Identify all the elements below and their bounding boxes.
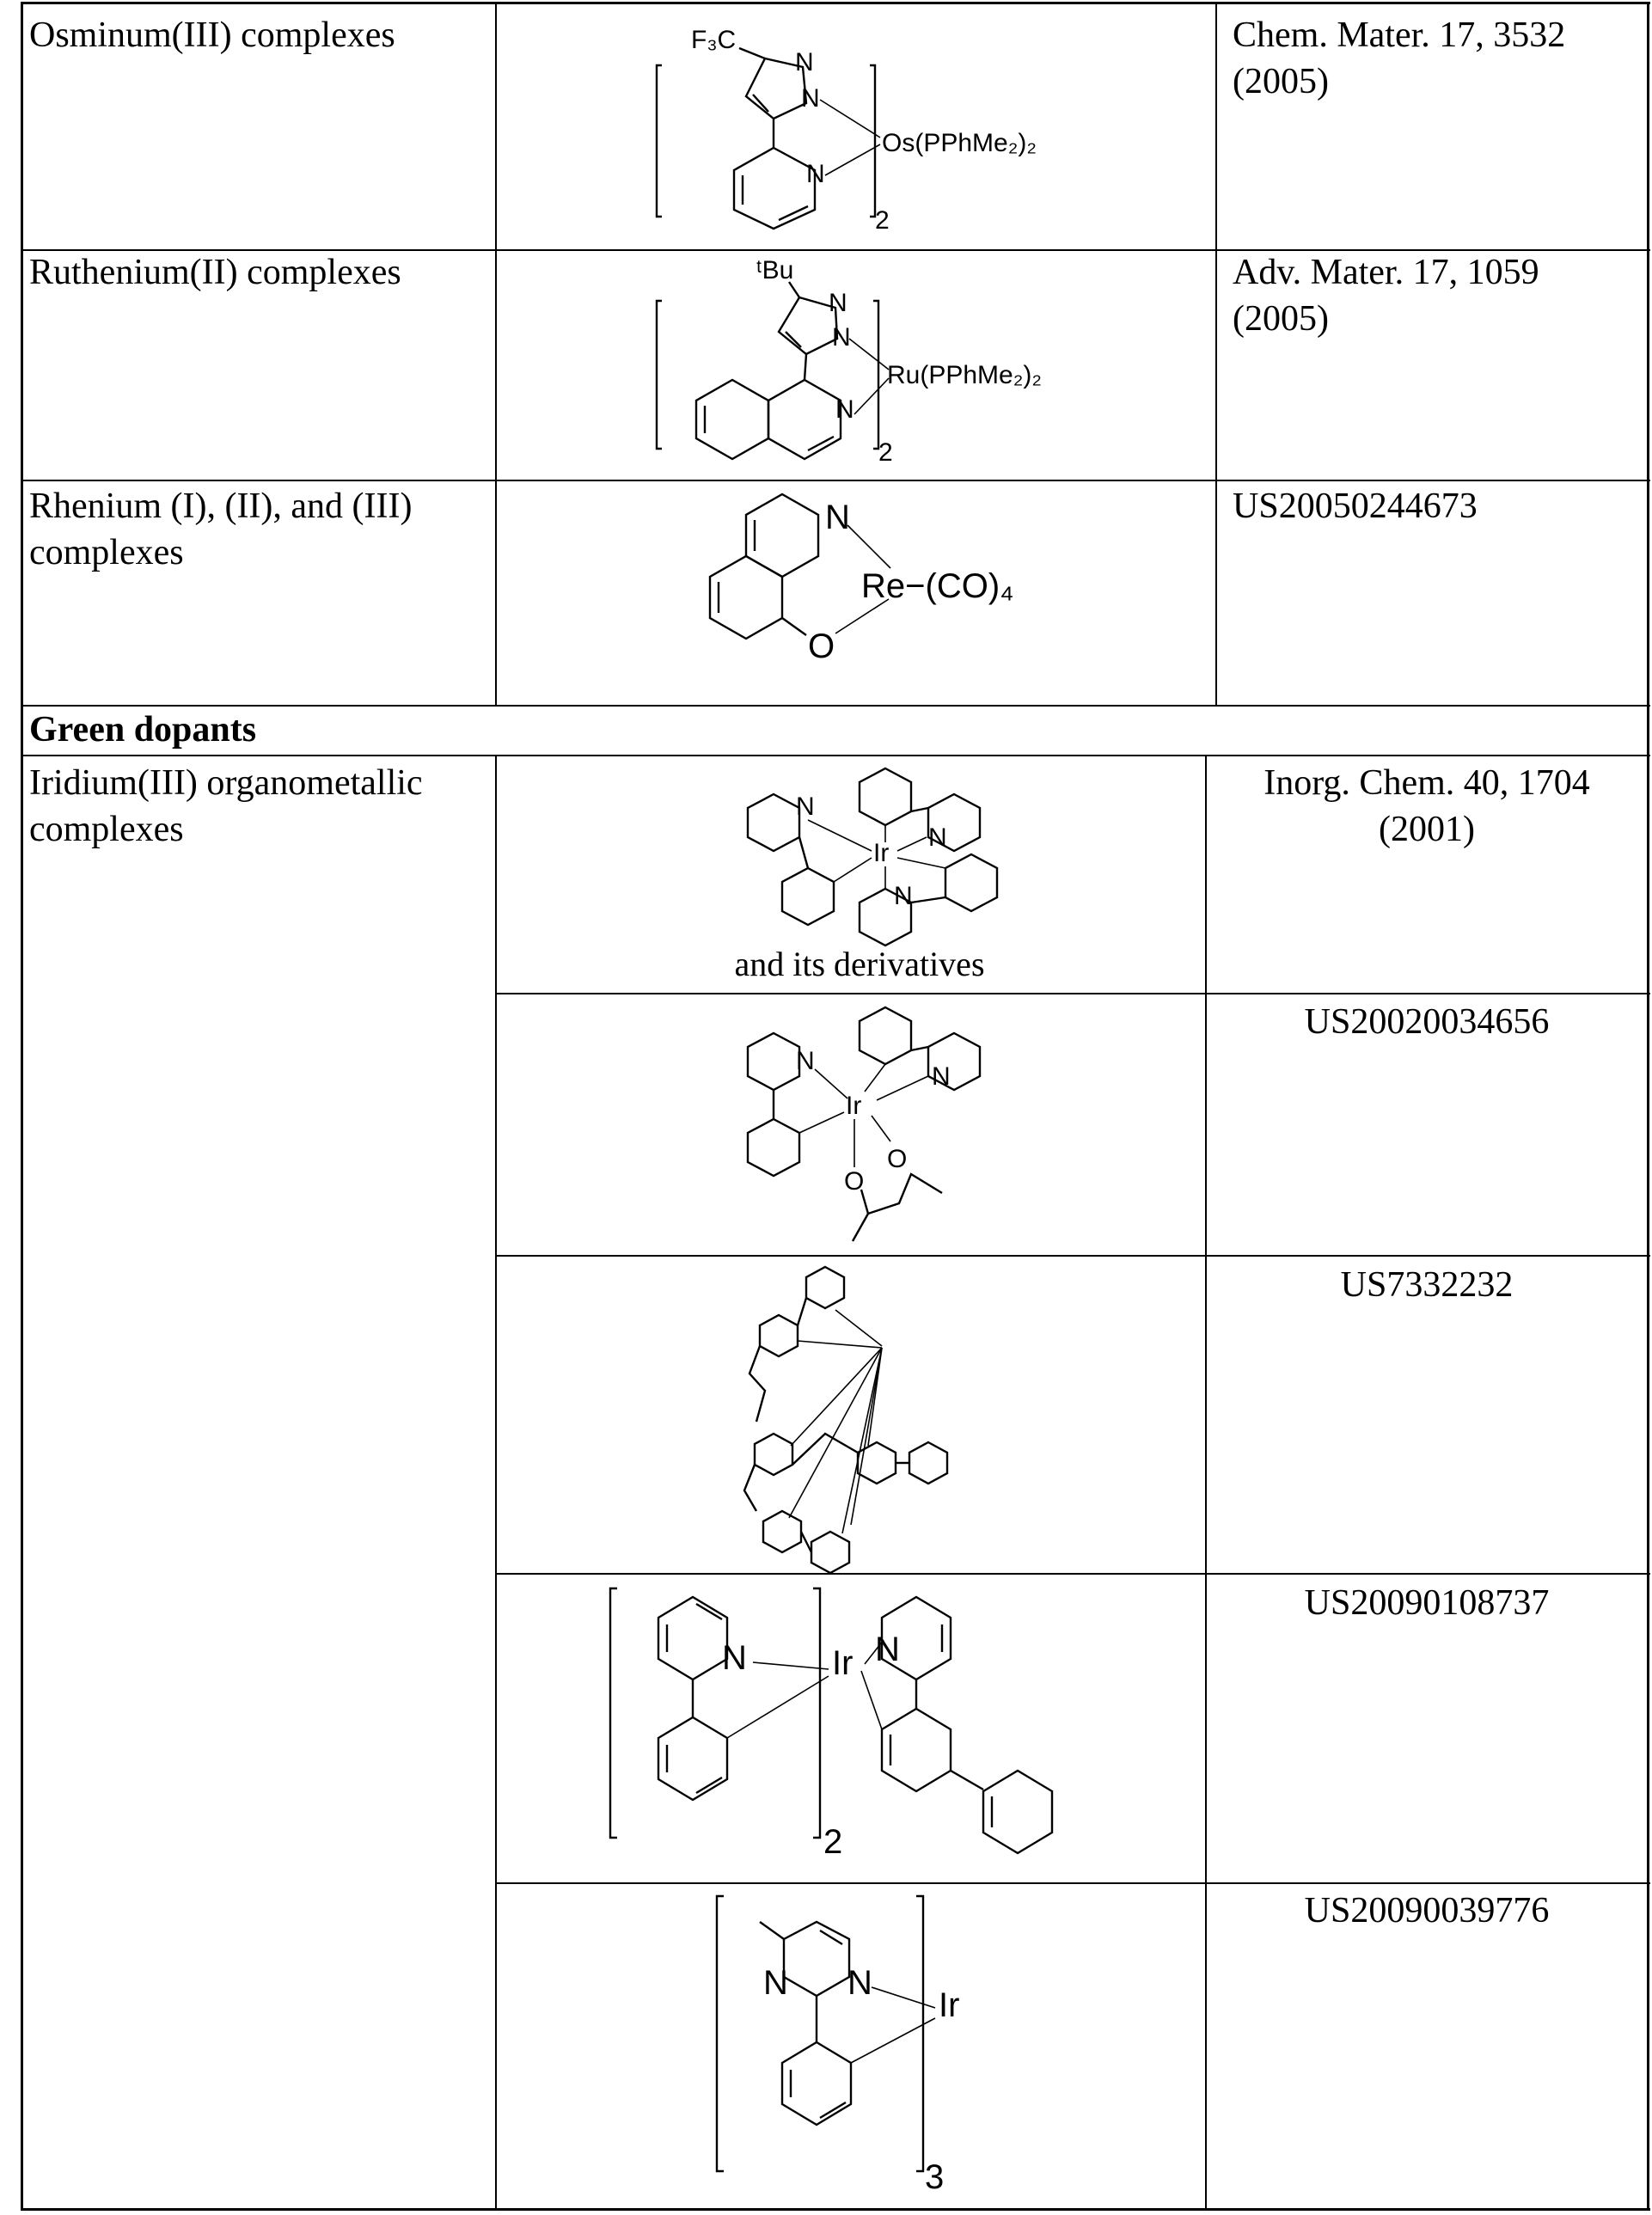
material-osmium: Osminum(III) complexes: [29, 12, 485, 58]
label-ir2-n1: N: [796, 1047, 815, 1075]
structure-ir-ppy2-acac: N N Ir O O: [713, 999, 1074, 1248]
reference-ir-ppy3: Inorg. Chem. 40, 1704 (2001): [1212, 760, 1642, 853]
table-border-top: [21, 2, 1650, 4]
col-divider-2-lower: [1205, 755, 1207, 2211]
row-line-6: [495, 1255, 1650, 1257]
label-os-subscript: 2: [875, 206, 890, 235]
label-ir1-n2: N: [928, 823, 947, 852]
structure-rhenium-complex: N O Re−(CO)₄: [688, 486, 1049, 701]
label-re-o: O: [808, 627, 835, 665]
structure-ir-ppy2-phenylppy: 2 N Ir N: [607, 1580, 1105, 1863]
row-line-4: [21, 755, 1650, 756]
structure-ruthenium-complex: 2 ᵗBu N N N Ru(PPhMe₂)₂: [653, 249, 1100, 481]
label-ru-n1: N: [829, 289, 847, 317]
structure-ir-ppy3: N N N Ir: [713, 760, 1074, 949]
section-heading-green-dopants: Green dopants: [29, 707, 803, 753]
label-cf3: F₃C: [691, 26, 736, 54]
reference-rhenium: US20050244673: [1233, 483, 1637, 529]
label-ir4-metal: Ir: [832, 1644, 853, 1682]
label-ir2-n2: N: [932, 1062, 951, 1091]
reference-ir-phenyl: US20090108737: [1212, 1580, 1642, 1626]
label-ru-metal: Ru(PPhMe₂)₂: [887, 361, 1042, 389]
reference-ruthenium: Adv. Mater. 17, 1059 (2005): [1233, 249, 1637, 342]
label-ir5-subscript: 3: [925, 2158, 944, 2196]
row-line-5: [495, 993, 1650, 994]
reference-osmium: Chem. Mater. 17, 3532 (2005): [1233, 12, 1637, 105]
col-divider-2: [1215, 2, 1217, 705]
label-ir4-subscript: 2: [823, 1823, 842, 1861]
col-divider-1: [495, 2, 497, 705]
structure-ir-linked-tripodal: [705, 1262, 1066, 1571]
label-os-metal: Os(PPhMe₂)₂: [882, 129, 1037, 157]
label-os-n3: N: [806, 160, 825, 188]
table-border-right: [1647, 2, 1649, 2211]
material-iridium: Iridium(III) organometallic complexes: [29, 760, 485, 853]
table-border-left: [21, 2, 23, 2211]
label-ru-n2: N: [832, 323, 851, 352]
reference-ir-linked: US7332232: [1212, 1262, 1642, 1308]
label-os-n1: N: [795, 48, 814, 76]
structure-osmium-complex: 2 F₃C N N N Os(PPhMe₂)₂: [653, 10, 1083, 234]
reference-ir-acac: US20020034656: [1212, 999, 1642, 1045]
label-ru-n3: N: [835, 395, 854, 424]
row-line-8: [495, 1882, 1650, 1884]
label-tbu: ᵗBu: [756, 256, 793, 285]
structure-ir-phenylpyrimidine3: 3 N N Ir: [713, 1888, 1092, 2206]
label-ir1-n3: N: [894, 882, 913, 910]
label-ir5-n2: N: [847, 1964, 872, 2002]
label-ir5-metal: Ir: [939, 1986, 959, 2024]
label-ir4-n2: N: [875, 1631, 900, 1668]
caption-derivatives: and its derivatives: [516, 944, 1203, 984]
label-ir5-n1: N: [763, 1964, 788, 2002]
label-ir4-n1: N: [722, 1639, 747, 1677]
label-ir1-metal: Ir: [873, 839, 889, 867]
label-ir2-metal: Ir: [846, 1092, 861, 1120]
col-divider-1-lower: [495, 755, 497, 2211]
table-border-bottom: [21, 2208, 1650, 2211]
row-line-7: [495, 1573, 1650, 1575]
material-rhenium: Rhenium (I), (II), and (III) complexes: [29, 483, 485, 576]
label-ir1-n1: N: [796, 792, 815, 821]
label-re-metal: Re−(CO)₄: [861, 567, 1013, 605]
reference-ir-pyrimidine: US20090039776: [1212, 1888, 1642, 1934]
label-ir2-o2: O: [887, 1145, 907, 1173]
label-os-n2: N: [801, 84, 820, 113]
material-ruthenium: Ruthenium(II) complexes: [29, 249, 485, 296]
label-ru-subscript: 2: [878, 438, 893, 467]
label-re-n: N: [825, 499, 850, 536]
